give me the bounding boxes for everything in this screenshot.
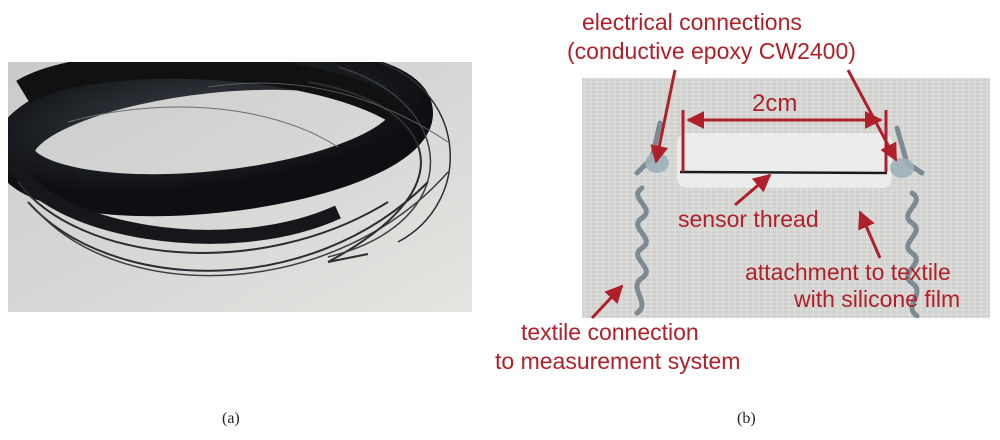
epoxy-right (890, 158, 914, 178)
caption-b: (b) (737, 410, 756, 427)
annotation-attachment-line1: attachment to textile (745, 259, 951, 285)
annotation-electrical-line2: (conductive epoxy CW2400) (567, 38, 856, 64)
caption-a: (a) (222, 410, 240, 427)
annotation-textile-line1: textile connection (521, 319, 699, 345)
annotation-sensor-thread: sensor thread (678, 206, 819, 232)
annotation-textile-line2: to measurement system (495, 348, 741, 374)
annotation-distance: 2cm (752, 90, 798, 117)
silicone-film (677, 133, 892, 188)
epoxy-left (645, 153, 669, 173)
thread-coil (8, 62, 451, 277)
photo-thread-coil (8, 62, 472, 312)
sensor-thread-line (679, 170, 888, 175)
annotation-attachment-line2: with silicone film (794, 286, 961, 312)
annotation-electrical-line1: electrical connections (582, 9, 802, 35)
